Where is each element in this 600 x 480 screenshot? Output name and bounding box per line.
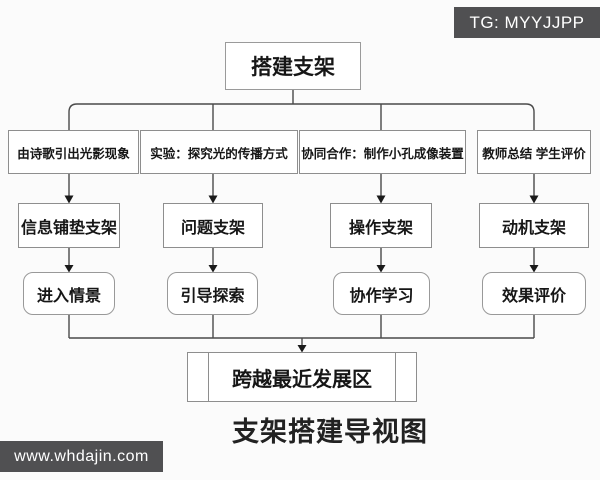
node-activity-3: 协同合作：制作小孔成像装置 [299, 130, 466, 174]
node-scaffold-3: 操作支架 [330, 203, 432, 248]
goal-right-divider [395, 353, 396, 401]
node-outcome-3: 协作学习 [333, 272, 430, 315]
arrow-down-icon [376, 195, 386, 204]
node-goal: 跨越最近发展区 [187, 352, 417, 402]
arrow-down-icon [208, 265, 218, 273]
arrow-down-icon [529, 265, 539, 273]
goal-label: 跨越最近发展区 [232, 368, 372, 391]
arrow-down-icon [64, 265, 74, 273]
arrow-down-icon [64, 195, 74, 204]
diagram-caption: 支架搭建导视图 [232, 417, 428, 447]
connector-top-bus [68, 103, 535, 130]
node-scaffold-2: 问题支架 [163, 203, 263, 248]
node-scaffold-4: 动机支架 [479, 203, 589, 248]
arrow-down-icon [376, 265, 386, 273]
watermark-website: www.whdajin.com [0, 441, 163, 472]
arrow-down-icon [529, 195, 539, 204]
node-activity-2: 实验：探究光的传播方式 [140, 130, 298, 174]
watermark-telegram: TG: MYYJJPP [454, 7, 600, 38]
arrow-down-icon [208, 195, 218, 204]
node-scaffold-1: 信息铺垫支架 [18, 203, 120, 248]
node-outcome-1: 进入情景 [23, 272, 115, 315]
node-root: 搭建支架 [225, 42, 361, 90]
node-activity-4: 教师总结 学生评价 [477, 130, 591, 174]
goal-left-divider [208, 353, 209, 401]
arrow-down-icon [297, 345, 307, 353]
node-activity-1: 由诗歌引出光影现象 [8, 130, 139, 174]
node-outcome-2: 引导探索 [167, 272, 258, 315]
node-outcome-4: 效果评价 [482, 272, 586, 315]
